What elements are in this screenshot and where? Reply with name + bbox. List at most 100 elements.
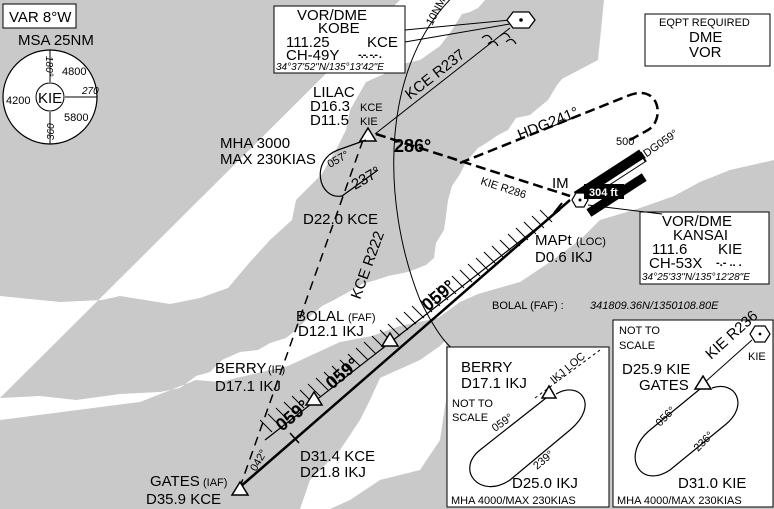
inset2-scale2: SCALE <box>619 340 655 352</box>
inset1-dist: D17.1 IKJ <box>461 375 527 392</box>
elevation-value: 304 ft <box>589 187 618 199</box>
elevation-box <box>584 184 624 199</box>
d31-marker <box>289 432 300 444</box>
radial-break-mark <box>499 32 517 45</box>
bolal-name: BOLAL <box>296 308 344 325</box>
radial-break-mark <box>481 34 499 47</box>
lilac-d1-id: KCE <box>360 102 383 114</box>
kce-r237-radial <box>374 27 511 135</box>
bolal-fix-triangle <box>380 331 400 347</box>
bolal-faf-label: BOLAL (FAF) : <box>492 300 564 312</box>
lilac-d2-id: KIE <box>360 116 378 128</box>
kansai-title: VOR/DME <box>662 213 732 230</box>
inset2-gates-triangle <box>693 374 713 390</box>
ten-nm-arc <box>393 0 471 361</box>
land-bay-island <box>456 0 600 160</box>
msa-alt-ne: 4800 <box>62 66 86 78</box>
variation-box <box>2 3 77 29</box>
d31-line1: D31.4 KCE <box>300 448 375 465</box>
kobe-morse: -.-. -.- . <box>358 49 382 61</box>
gates-dist: D35.9 KCE <box>146 491 221 508</box>
d31-line2: D21.8 IKJ <box>300 464 366 481</box>
d22-label: D22.0 KCE <box>303 211 378 228</box>
kobe-name: KOBE <box>318 20 360 37</box>
eqpt-title: EQPT REQUIRED <box>659 17 750 29</box>
msa-bearing-270: 270 <box>81 86 99 97</box>
inset2-dist: D25.9 KIE <box>622 361 690 378</box>
missed-approach-loop <box>459 91 659 165</box>
inset1-d25: D25.0 IKJ <box>512 475 578 492</box>
msa-alt-w: 4200 <box>6 95 30 107</box>
mapt-dist: D0.6 IKJ <box>535 249 593 266</box>
inset1-berry-triangle <box>540 384 558 399</box>
eqpt-dme: DME <box>689 29 722 46</box>
gates-suffix: (IAF) <box>203 477 227 489</box>
variation-text: VAR 8°W <box>9 9 72 26</box>
kansai-vor-dot <box>578 198 582 202</box>
gates-hold-inset <box>612 319 774 508</box>
lilac-d2: D11.5 <box>310 112 349 129</box>
msa-bearing-360: 360 <box>46 123 57 140</box>
bolal-suffix: (FAF) <box>348 312 376 324</box>
mha-line2: MAX 230KIAS <box>220 151 316 168</box>
gates-fix-triangle <box>230 480 250 496</box>
course-286: 286° <box>394 136 431 156</box>
berry-suffix: (IF) <box>268 364 285 376</box>
kobe-title: VOR/DME <box>297 7 367 24</box>
lilac-fix-triangle <box>358 126 378 142</box>
kansai-morse: -.- .. . <box>716 257 742 269</box>
inset1-scale1: NOT TO <box>452 398 493 410</box>
kobe-info-box <box>273 5 406 74</box>
kansai-name: KANSAI <box>673 227 728 244</box>
inset2-d31: D31.0 KIE <box>678 475 746 492</box>
kansai-leader <box>587 204 663 215</box>
eqpt-box <box>644 13 771 67</box>
berry-fix-triangle <box>304 390 324 406</box>
land-mainland <box>0 0 774 420</box>
kobe-leader <box>404 23 511 43</box>
inset1-scale2: SCALE <box>452 412 488 424</box>
inset2-kie-label: KIE <box>748 351 766 363</box>
kansai-coords: 34°25'33"N/135°12'28"E <box>642 272 750 283</box>
lilac-d1: D16.3 <box>310 98 350 115</box>
kansai-freq: 111.6 <box>652 241 687 258</box>
land-peninsula <box>300 340 446 509</box>
inset2-kie-vor-dot <box>758 332 762 336</box>
gates-name: GATES <box>150 473 200 490</box>
kansai-channel: CH-53X <box>649 255 702 272</box>
kobe-freq: 111.25 <box>286 34 330 51</box>
inset2-name: GATES <box>639 377 689 394</box>
eqpt-vor: VOR <box>689 44 722 61</box>
inset1-mha: MHA 4000/MAX 230KIAS <box>451 495 576 507</box>
missed-approach-track <box>375 132 571 198</box>
kobe-vor-dot <box>519 18 523 22</box>
bolal-faf-coords: 341809.36N/1350108.80E <box>590 300 719 312</box>
lilac-name: LILAC <box>313 84 355 101</box>
mapt-marker <box>553 202 563 214</box>
mapt-suffix: (LOC) <box>576 236 606 248</box>
mapt-name: MAPt <box>535 232 573 249</box>
bolal-dist: D12.1 IKJ <box>298 323 364 340</box>
berry-name: BERRY <box>215 360 266 377</box>
inset1-title: BERRY <box>461 359 512 376</box>
msa-alt-se: 5800 <box>64 112 88 124</box>
kansai-ident: KIE <box>718 241 742 258</box>
msa-center-label: KIE <box>38 90 62 107</box>
inset2-mha: MHA 4000/MAX 230KIAS <box>617 495 742 507</box>
kobe-coords: 34°37'52"N/135°13'42"E <box>276 62 384 73</box>
kansai-info-box <box>639 211 770 285</box>
berry-dist: D17.1 IKJ <box>215 378 281 395</box>
kobe-ident: KCE <box>367 34 398 51</box>
inset2-hold-track <box>634 385 739 477</box>
inset2-scale1: NOT TO <box>619 325 660 337</box>
im-label: IM <box>552 175 569 192</box>
inset2-radial <box>703 339 753 384</box>
msa-bearing-180: 180° <box>43 56 54 77</box>
msa-title: MSA 25NM <box>18 32 94 49</box>
mha-line1: MHA 3000 <box>220 135 290 152</box>
msa-center-circle <box>35 82 65 112</box>
lilac-holding-pattern <box>319 139 379 197</box>
inset1-hold-track <box>469 389 586 488</box>
alt-500-label: 500 <box>616 136 634 148</box>
